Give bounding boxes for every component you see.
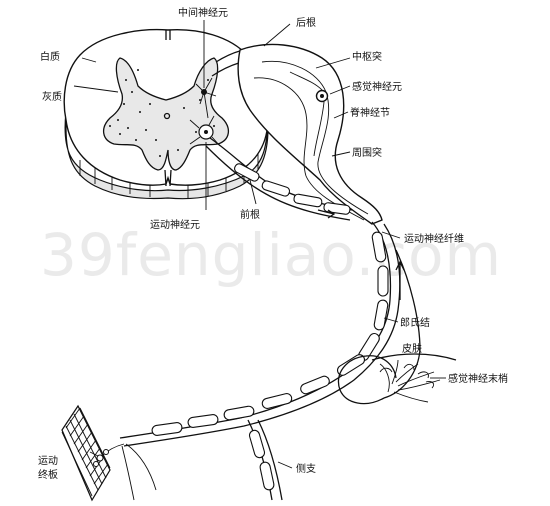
- label-white-matter: 白质: [40, 50, 60, 63]
- label-motor-neuron: 运动神经元: [150, 218, 200, 231]
- spinal-cord: [63, 28, 269, 200]
- label-motor-endplate-2: 终板: [38, 468, 58, 481]
- label-peripheral-process: 周围突: [352, 146, 382, 159]
- label-ranvier-node: 郎氏结: [400, 316, 430, 329]
- sensory-ending-region: [337, 249, 457, 405]
- label-interneuron: 中间神经元: [178, 6, 228, 19]
- dorsal-root-ganglion: [211, 43, 383, 225]
- watermark: 39fengliao.com: [40, 221, 502, 289]
- spinal-ganglion-outline: [237, 43, 383, 225]
- collateral-branch: [247, 419, 283, 501]
- label-collateral: 侧支: [296, 462, 316, 475]
- spinal-nerve: [119, 221, 405, 447]
- motor-endplate: [93, 443, 157, 501]
- label-motor-endplate-1: 运动: [38, 455, 58, 467]
- label-gray-matter: 灰质: [42, 90, 62, 103]
- label-sensory-ending: 感觉神经末梢: [448, 372, 508, 385]
- muscle-fiber: [61, 404, 111, 502]
- motor-neuron-cell: [189, 115, 221, 147]
- leader-lines: [73, 20, 446, 469]
- label-skin: 皮肤: [402, 342, 422, 355]
- label-dorsal-root: 后根: [296, 16, 316, 29]
- label-spinal-ganglion: 脊神经节: [350, 106, 390, 119]
- gray-matter-stipple: [109, 69, 215, 157]
- label-central-process: 中枢突: [352, 50, 382, 63]
- label-motor-fiber: 运动神经纤维: [404, 232, 464, 245]
- label-ventral-root: 前根: [240, 208, 260, 221]
- label-sensory-neuron: 感觉神经元: [352, 80, 402, 93]
- interneuron-cell: [195, 77, 217, 119]
- ventral-root: [205, 137, 353, 221]
- skin-line: [371, 353, 457, 361]
